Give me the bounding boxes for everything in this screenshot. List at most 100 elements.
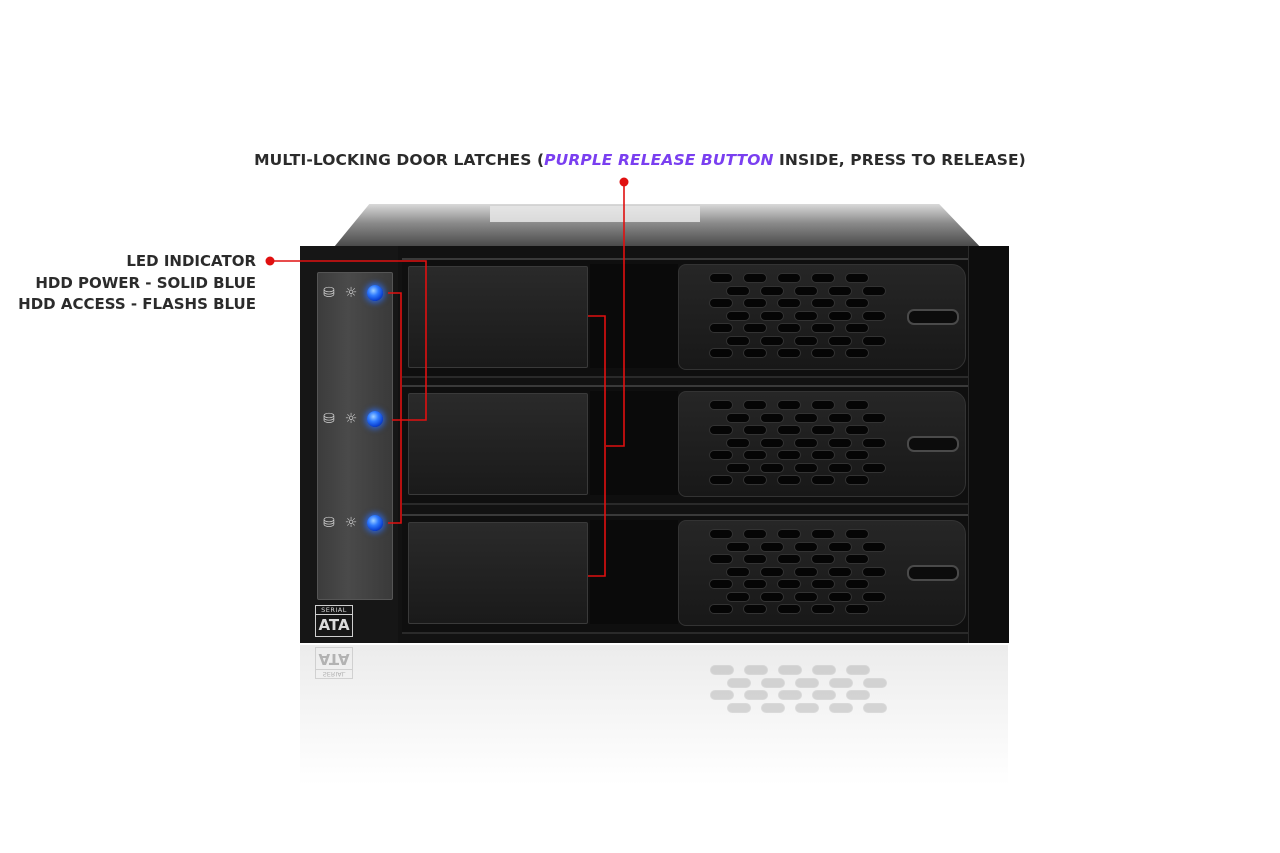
door-latch-callout-prefix: MULTI-LOCKING DOOR LATCHES ( [254, 151, 545, 169]
vent-slot [709, 273, 733, 283]
drive-tray-3[interactable] [402, 514, 968, 634]
vent-slot [760, 310, 784, 321]
drive-tray-2[interactable] [402, 385, 968, 505]
floor-reflection: SERIAL ATA [300, 645, 1008, 785]
vent-slot [777, 425, 801, 435]
vent-slot [845, 348, 869, 358]
vent-slot [811, 348, 835, 358]
vent-slot [727, 677, 751, 688]
vent-slot [709, 348, 733, 358]
vent-slot [862, 310, 886, 321]
vent-slot [845, 323, 869, 333]
bulb-icon: ☼ [344, 515, 358, 531]
vent-slot [777, 400, 801, 410]
drive-tray-1[interactable] [402, 258, 968, 378]
vent-slot [811, 529, 835, 539]
vent-slot [828, 437, 852, 448]
vent-slot [726, 285, 750, 296]
vent-slot [811, 298, 835, 308]
vent-slot [777, 450, 801, 460]
latch-leader-dot [619, 177, 629, 187]
vent-slot [760, 437, 784, 448]
door-latch[interactable] [907, 309, 959, 325]
vent-slot [845, 298, 869, 308]
vent-slot [709, 323, 733, 333]
vent-slot [743, 323, 767, 333]
vent-slot [726, 310, 750, 321]
vent-slot [811, 273, 835, 283]
vent-slot [760, 541, 784, 552]
vent-slot [794, 462, 818, 473]
door-latch[interactable] [907, 436, 959, 452]
vent-slot [709, 579, 733, 589]
vent-grid [709, 529, 889, 619]
vent-slot [709, 400, 733, 410]
vent-slot [794, 437, 818, 448]
vent-slot [777, 604, 801, 614]
vent-slot [743, 604, 767, 614]
vent-slot [862, 566, 886, 577]
vent-slot [862, 591, 886, 602]
vent-slot [811, 475, 835, 485]
vent-slot [862, 285, 886, 296]
vent-slot [828, 310, 852, 321]
vent-slot [726, 591, 750, 602]
door-latch-callout-suffix: INSIDE, PRESS TO RELEASE) [773, 151, 1026, 169]
vent-slot [777, 529, 801, 539]
door-latch[interactable] [907, 565, 959, 581]
hdd-stack-icon: ⛁ [323, 411, 335, 427]
vent-slot [777, 348, 801, 358]
tray-door[interactable] [678, 520, 966, 626]
tray-door[interactable] [678, 391, 966, 497]
vent-slot [743, 554, 767, 564]
led-row-3: ⛁ ☼ [321, 513, 391, 535]
vent-slot [829, 702, 853, 713]
vent-slot [845, 450, 869, 460]
vent-slot [811, 400, 835, 410]
vent-slot [744, 665, 768, 675]
vent-slot [778, 665, 802, 675]
vent-slot [726, 566, 750, 577]
hdd-stack-icon: ⛁ [323, 285, 335, 301]
vent-slot [795, 677, 819, 688]
vent-slot [862, 335, 886, 346]
led-indicator-title: LED INDICATOR [126, 252, 256, 270]
vent-slot [709, 475, 733, 485]
vent-slot [777, 475, 801, 485]
vent-slot [777, 273, 801, 283]
vent-slot [760, 566, 784, 577]
vent-grid [709, 400, 889, 490]
vent-slot [795, 702, 819, 713]
vent-slot [727, 702, 751, 713]
vent-slot [845, 400, 869, 410]
vent-slot [743, 348, 767, 358]
bulb-icon: ☼ [344, 411, 358, 427]
vent-slot [862, 437, 886, 448]
vent-slot [811, 579, 835, 589]
chassis-top-cover [330, 204, 985, 252]
vent-slot [743, 425, 767, 435]
tray-handle[interactable] [408, 266, 588, 368]
vent-slot [743, 273, 767, 283]
vent-slot [829, 677, 853, 688]
vent-slot [811, 425, 835, 435]
led-panel [317, 272, 393, 600]
led-leader-dot [265, 256, 275, 266]
hdd-stack-icon: ⛁ [323, 515, 335, 531]
vent-slot [845, 273, 869, 283]
vent-slot [743, 450, 767, 460]
tray-handle[interactable] [408, 393, 588, 495]
vent-slot [777, 323, 801, 333]
vent-slot [726, 412, 750, 423]
vent-slot [845, 579, 869, 589]
vent-slot [845, 529, 869, 539]
vent-slot [845, 554, 869, 564]
tray-handle[interactable] [408, 522, 588, 624]
tray-door[interactable] [678, 264, 966, 370]
purple-release-button-label: PURPLE RELEASE BUTTON [544, 151, 774, 169]
vent-slot [709, 604, 733, 614]
vent-slot [828, 541, 852, 552]
tray-gap [590, 264, 678, 368]
vent-slot [828, 462, 852, 473]
vent-slot [828, 591, 852, 602]
